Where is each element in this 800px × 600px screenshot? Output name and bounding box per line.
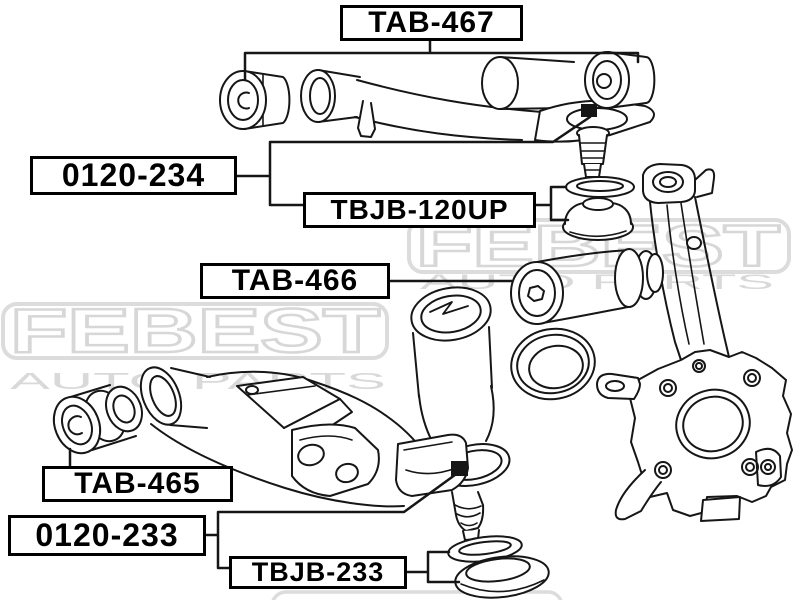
part-label-tbjb-233: TBJB-233 — [229, 556, 407, 589]
lower-arm-front-bushing — [52, 384, 143, 455]
leader-0120-233 — [204, 470, 461, 570]
upper-ball-joint-marker — [581, 104, 597, 117]
dust-boot-upper — [562, 197, 634, 241]
lower-ball-joint — [395, 433, 511, 541]
leader-tbjb233 — [405, 550, 461, 584]
leader-tab467 — [243, 39, 640, 82]
febest-watermark-right: FEBEST AUTO PARTS — [407, 213, 791, 294]
snap-ring-upper — [565, 176, 635, 198]
watermark-brand-text: FEBEST — [10, 297, 380, 366]
part-label-tab-467: TAB-467 — [340, 5, 523, 41]
leader-tbjb120up — [534, 185, 570, 222]
upper-ball-joint-stud — [576, 126, 610, 178]
part-label-tab-466: TAB-466 — [200, 263, 390, 299]
leader-0120-234 — [235, 115, 592, 207]
febest-watermark-left: FEBEST AUTO PARTS — [1, 296, 389, 394]
part-label-0120-234: 0120-234 — [30, 156, 237, 195]
spacer-ring — [510, 327, 596, 401]
lower-control-arm — [139, 286, 495, 508]
lower-ball-joint-marker — [451, 461, 468, 476]
upper-arm-bushing-left — [219, 70, 291, 130]
upper-control-arm — [300, 56, 655, 143]
upper-arm-bushing-right — [584, 51, 656, 109]
leader-lines — [68, 39, 640, 584]
steering-knuckle — [596, 163, 793, 522]
part-label-0120-233: 0120-233 — [8, 515, 206, 556]
watermark-tagline-text: AUTO PARTS — [10, 368, 386, 394]
watermark-tagline-text: AUTO PARTS — [420, 271, 774, 294]
part-label-tbjb-120up: TBJB-120UP — [303, 192, 536, 228]
lower-arm-rear-bushing — [510, 248, 664, 325]
febest-watermark-bottom — [271, 590, 563, 600]
part-label-tab-465: TAB-465 — [42, 466, 233, 502]
